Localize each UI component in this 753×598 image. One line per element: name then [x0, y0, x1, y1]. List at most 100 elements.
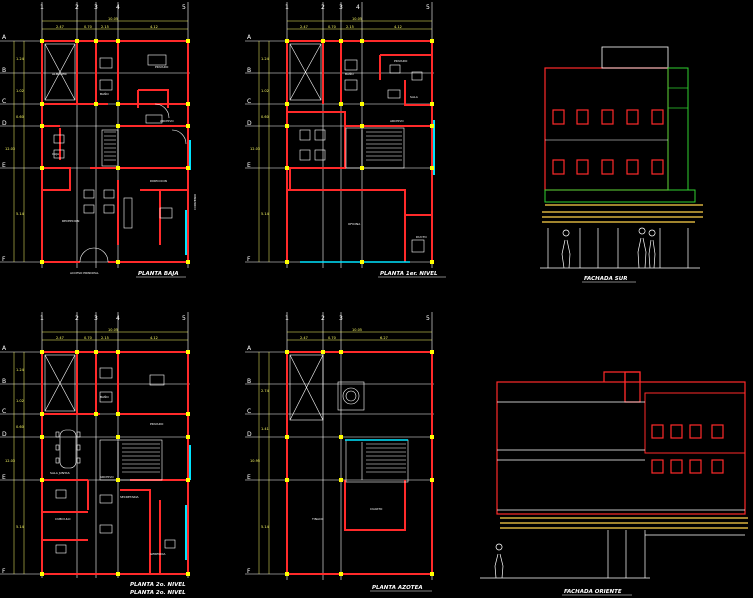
grid-row-label: D: [2, 431, 7, 438]
dimension-label: 0.60: [261, 115, 269, 119]
plan-roof: 1 2 3 5 10.05 2.47 0.70 6.27 A B C D E F…: [245, 312, 434, 592]
drawing-title-repeat: PLANTA 2o. NIVEL: [130, 590, 186, 596]
dimension-label: 2.47: [56, 25, 64, 29]
dimension-label: 5.14: [16, 525, 25, 529]
dimension-label: 1.02: [16, 399, 24, 403]
dimension-label: 2.15: [101, 336, 109, 340]
drawing-title: FACHADA ORIENTE: [564, 589, 622, 595]
dimension-label: 0.70: [328, 336, 336, 340]
plan-note: ACCESO PRINCIPAL: [70, 271, 99, 275]
room-label: PRIVADO: [394, 59, 408, 63]
room-label: RECEPCION: [62, 219, 79, 223]
dimension-label: 2.15: [101, 25, 109, 29]
room-label: PRIVADO: [150, 422, 164, 426]
grid-col-label: 3: [339, 4, 343, 11]
plan-second-floor: 1 2 3 4 5 10.05 2.47 0.70 2.15 4.12 A B …: [0, 312, 191, 596]
grid-row-label: D: [247, 120, 252, 127]
grid-row-label: C: [2, 408, 6, 415]
dimension-label: 2.47: [300, 25, 308, 29]
dimension-label: 2.74: [261, 389, 270, 393]
room-label: OFICINA: [348, 222, 361, 226]
room-label: GERENCIA: [150, 552, 166, 556]
drawing-title: FACHADA SUR: [584, 276, 627, 282]
room-label: PRIVADO: [155, 65, 169, 69]
side-note: CONVENIO: [193, 193, 197, 210]
room-label: ALMACEN: [52, 72, 67, 76]
dimension-label: 6.27: [380, 336, 388, 340]
grid-row-label: A: [247, 345, 252, 352]
dimension-label: 0.60: [16, 425, 24, 429]
dimension-label: 2.47: [300, 336, 308, 340]
grid-row-label: B: [2, 378, 6, 385]
grid-col-label: 1: [285, 4, 289, 11]
dimension-label: 0.70: [328, 25, 336, 29]
grid-col-label: 5: [426, 315, 430, 322]
dimension-label: 0.70: [84, 25, 92, 29]
stair: [104, 131, 116, 161]
grid-col-label: 2: [321, 315, 325, 322]
dimension-label: 10.05: [108, 328, 118, 332]
grid-col-label: 2: [75, 4, 79, 11]
room-label: ARCHIVO: [390, 119, 404, 123]
facade-windows: [651, 424, 724, 474]
grid-col-label: 4: [356, 4, 360, 11]
dimension-label: 10.95: [250, 459, 260, 463]
room-label: CUBICULO: [55, 517, 71, 521]
grid-row-label: C: [2, 98, 6, 105]
room-label: ARCHIVO: [100, 475, 114, 479]
grid-row-label: B: [247, 378, 251, 385]
grid-row-label: E: [247, 474, 251, 481]
grid-col-label: 5: [182, 315, 186, 322]
dimension-label: 1.02: [261, 89, 269, 93]
grid-col-label: 1: [40, 315, 44, 322]
room-label: SALA: [410, 95, 419, 99]
dimension-label: 0.70: [84, 336, 92, 340]
grid-row-label: B: [2, 67, 6, 74]
grid-row-label: D: [2, 120, 7, 127]
plan-first-floor: 1 2 3 4 5 10.05 2.47 0.70 2.15 4.12 A B …: [245, 2, 446, 278]
grid-col-label: 3: [94, 315, 98, 322]
dimension-label: 4.12: [394, 25, 402, 29]
dimension-label: 1.24: [16, 368, 25, 372]
dimension-label: 5.14: [261, 525, 270, 529]
dimension-label: 10.05: [352, 17, 362, 21]
dimension-label: 5.14: [16, 212, 25, 216]
grid-row-label: B: [247, 67, 251, 74]
dimension-label: 12.03: [5, 459, 15, 463]
dimension-label: 5.14: [261, 212, 270, 216]
dimension-label: 0.60: [16, 115, 24, 119]
grid-col-label: 3: [94, 4, 98, 11]
grid-col-label: 2: [75, 315, 79, 322]
room-label: CAJA: [52, 152, 60, 156]
dimension-label: 4.12: [150, 336, 158, 340]
room-label: DUCTO: [416, 235, 427, 239]
grid-row-label: A: [247, 34, 252, 41]
grid-col-label: 2: [321, 4, 325, 11]
dimension-label: 2.15: [346, 25, 354, 29]
drawing-title: PLANTA AZOTEA: [372, 585, 423, 591]
grid-col-label: 4: [116, 315, 120, 322]
drawing-title: PLANTA 1er. NIVEL: [380, 271, 438, 277]
grid-row-label: E: [247, 162, 251, 169]
room-label: SECRETARIA: [120, 495, 139, 499]
room-label: SALA JUNTAS: [50, 471, 70, 475]
dimension-label: 2.47: [56, 336, 64, 340]
dimension-label: 10.05: [352, 328, 362, 332]
grid-row-label: E: [2, 474, 6, 481]
grid-row-label: D: [247, 431, 252, 438]
grid-row-label: C: [247, 98, 251, 105]
grid-col-label: 4: [116, 4, 120, 11]
grid-row-label: F: [247, 568, 251, 575]
grid-row-label: F: [2, 256, 6, 263]
facade-south: FACHADA SUR: [540, 46, 703, 283]
room-label: DIRECCION: [150, 179, 167, 183]
room-label: BAÑO: [345, 71, 354, 76]
grid-row-label: E: [2, 162, 6, 169]
dimension-label: 1.41: [261, 427, 269, 431]
grid-col-label: 5: [426, 4, 430, 11]
room-label: TINACO: [311, 517, 324, 521]
plan-ground-floor: 1 2 3 4 5 10.05 2.47 0.70 2.15 4.12 A B …: [0, 2, 197, 278]
grid-col-label: 1: [40, 4, 44, 11]
grid-row-label: A: [2, 345, 7, 352]
